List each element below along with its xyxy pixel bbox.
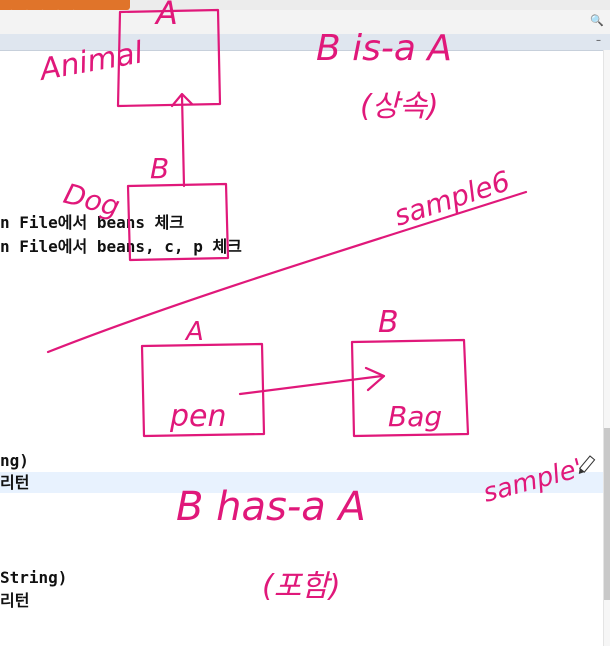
code-line: 리턴 <box>0 473 30 492</box>
handwriting-text: A <box>184 317 204 347</box>
handwriting-text: sample6 <box>390 164 514 232</box>
handwriting-text: Animal <box>35 35 146 88</box>
separator-line <box>46 190 528 354</box>
current-line-highlight <box>0 472 604 493</box>
pencil-cursor-icon <box>578 455 596 475</box>
handwriting-text: pen <box>169 399 227 434</box>
editor-tab-strip <box>0 34 610 51</box>
vertical-scrollbar[interactable] <box>603 50 610 646</box>
scrollbar-thumb[interactable] <box>604 428 610 600</box>
dog-class-box <box>126 182 230 262</box>
code-line: 리턴 <box>0 591 30 610</box>
code-line: String) <box>0 568 68 587</box>
inheritance-arrow <box>180 94 186 188</box>
code-line: ng) <box>0 451 29 470</box>
handwriting-text: Dog <box>60 177 123 223</box>
handwriting-text: (포함) <box>262 569 341 604</box>
animal-class-box <box>116 8 222 108</box>
handwriting-text: (상속) <box>360 89 439 124</box>
bag-class-box <box>350 338 470 438</box>
handwriting-text: B <box>150 152 169 185</box>
pen-class-box <box>140 342 266 438</box>
inheritance-arrowhead <box>170 92 194 108</box>
collapse-icon[interactable]: – <box>596 35 601 46</box>
handwriting-text: sample' <box>480 453 586 508</box>
has-a-arrowhead <box>364 366 386 392</box>
code-line: n File에서 beans 체크 <box>0 213 185 232</box>
code-line: n File에서 beans, c, p 체크 <box>0 237 242 256</box>
has-a-arrow <box>238 374 384 396</box>
search-icon[interactable]: 🔍 <box>590 14 604 27</box>
handwriting-text: B <box>378 305 399 340</box>
handwriting-text: A <box>154 0 178 32</box>
handwriting-text: B has-a A <box>176 484 366 530</box>
handwriting-text: Bag <box>388 400 442 433</box>
handwriting-text: B is-a A <box>316 28 452 69</box>
